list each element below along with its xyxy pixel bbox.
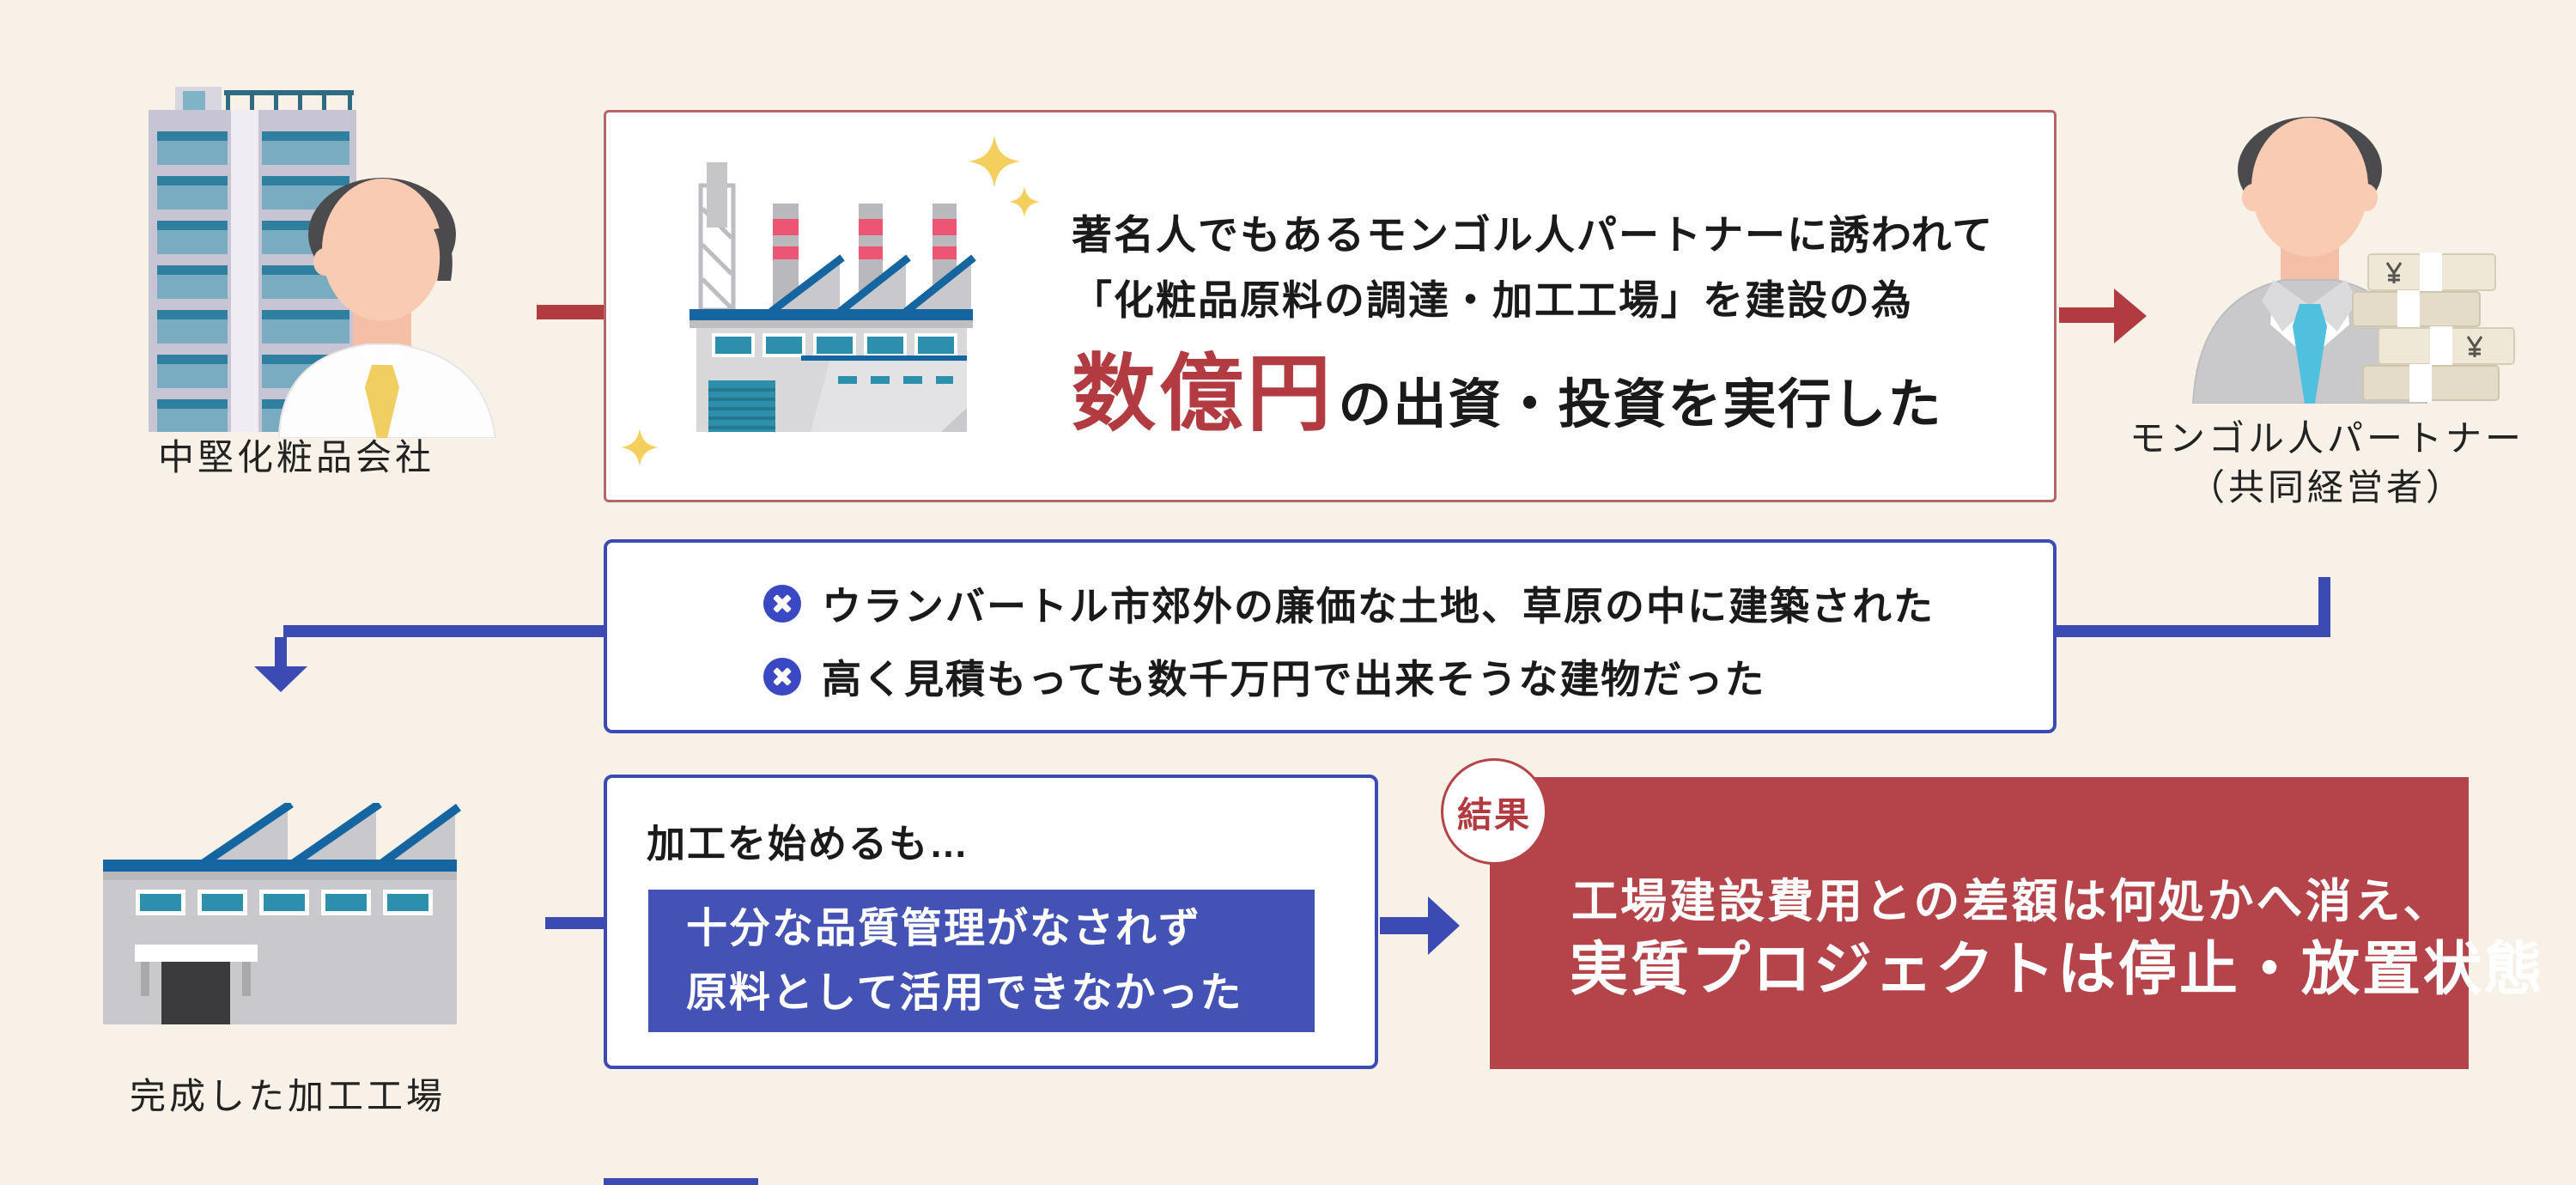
result-badge-text: 結果 <box>1457 795 1531 835</box>
company-businessman <box>277 178 497 438</box>
connector-issues-left <box>283 625 604 637</box>
building-pillar <box>231 110 258 432</box>
result-line2: 実質プロジェクトは停止・放置状態 <box>1570 937 2546 1002</box>
invest-factory-illustration <box>690 162 976 432</box>
face <box>2251 118 2368 257</box>
factory-door <box>135 945 258 1024</box>
company-label: 中堅化粧品会社 <box>157 437 434 477</box>
connector-issues-down <box>275 637 287 668</box>
result-box: 工場建設費用との差額は何処かへ消え、 実質プロジェクトは停止・放置状態 <box>1490 777 2543 1069</box>
completed-factory-label: 完成した加工工場 <box>129 1076 446 1116</box>
tie <box>2293 304 2327 404</box>
building-roof-railing <box>224 90 354 111</box>
factory-shutter-door <box>708 380 775 432</box>
partner-label-line1: モンゴル人パートナー <box>2129 418 2524 459</box>
connector-factory-to-process <box>545 917 604 929</box>
connector-partner-to-issues <box>2057 625 2330 637</box>
process-highlight-line1: 十分な品質管理がなされず <box>686 906 1202 951</box>
connector-company-to-invest <box>537 305 604 319</box>
issue-item: ウランバートル市郊外の廉価な土地、草原の中に建築された <box>763 584 1935 629</box>
x-circle-icon <box>763 658 801 696</box>
sparkle-icon <box>621 428 659 466</box>
factory-windows <box>712 333 957 357</box>
issue-text: ウランバートル市郊外の廉価な土地、草原の中に建築された <box>822 584 1935 629</box>
process-highlight-box: 十分な品質管理がなされず 原料として活用できなかった <box>648 890 1315 1032</box>
factory-roof-band <box>690 309 973 320</box>
invest-amount: 数億円 <box>1072 346 1335 441</box>
x-circle-icon <box>763 585 801 623</box>
sparkle-icon <box>1009 186 1040 217</box>
factory-roof-band <box>103 860 457 872</box>
factory-windows <box>136 890 433 915</box>
process-box: 加工を始めるも… 十分な品質管理がなされず 原料として活用できなかった <box>604 775 1378 1069</box>
invest-text-line3: 数億円 の出資・投資を実行した <box>1072 325 1942 447</box>
factory-annex-vents <box>838 376 953 384</box>
partner-label: モンゴル人パートナー （共同経営者） <box>2112 414 2542 512</box>
result-badge: 結果 <box>1441 758 1547 865</box>
company-illustration <box>149 87 497 438</box>
issues-box: ウランバートル市郊外の廉価な土地、草原の中に建築された 高く見積もっても数千万円… <box>604 539 2057 733</box>
building-roof-window <box>183 91 205 111</box>
building-windows <box>157 131 349 432</box>
partner-illustration <box>2191 117 2515 404</box>
money-stacks-icon <box>2352 252 2515 402</box>
arrow-invest-to-partner <box>2059 289 2147 343</box>
completed-factory-illustration <box>103 803 461 1024</box>
arrow-down-to-factory <box>254 666 307 692</box>
issue-text: 高く見積もっても数千万円で出来そうな建物だった <box>822 657 1766 702</box>
next-section-partial <box>604 1178 758 1185</box>
factory-annex <box>811 362 967 432</box>
sparkle-icon <box>969 136 1020 187</box>
arrow-process-to-result <box>1380 896 1460 955</box>
result-line1: 工場建設費用との差額は何処かへ消え、 <box>1571 876 2452 927</box>
invest-text-line1: 著名人でもあるモンゴル人パートナーに誘われて <box>1072 212 1995 258</box>
process-highlight-line2: 原料として活用できなかった <box>686 970 1243 1016</box>
factory-sawtooth-roof <box>200 803 461 868</box>
invest-text-line2: 「化粧品原料の調達・加工工場」を建設の為 <box>1072 277 1913 323</box>
partner-label-line2: （共同経営者） <box>2188 467 2465 507</box>
factory-sawtooth-roof <box>769 254 976 315</box>
tie <box>365 365 399 438</box>
connector-partner-down <box>2318 577 2330 637</box>
invest-amount-suffix: の出資・投資を実行した <box>1338 375 1943 434</box>
factory-tower-top <box>707 162 727 228</box>
issue-item: 高く見積もっても数千万円で出来そうな建物だった <box>763 657 1765 702</box>
process-title: 加工を始めるも… <box>647 822 970 866</box>
invest-box: 著名人でもあるモンゴル人パートナーに誘われて 「化粧品原料の調達・加工工場」を建… <box>604 110 2057 502</box>
face <box>322 179 442 321</box>
